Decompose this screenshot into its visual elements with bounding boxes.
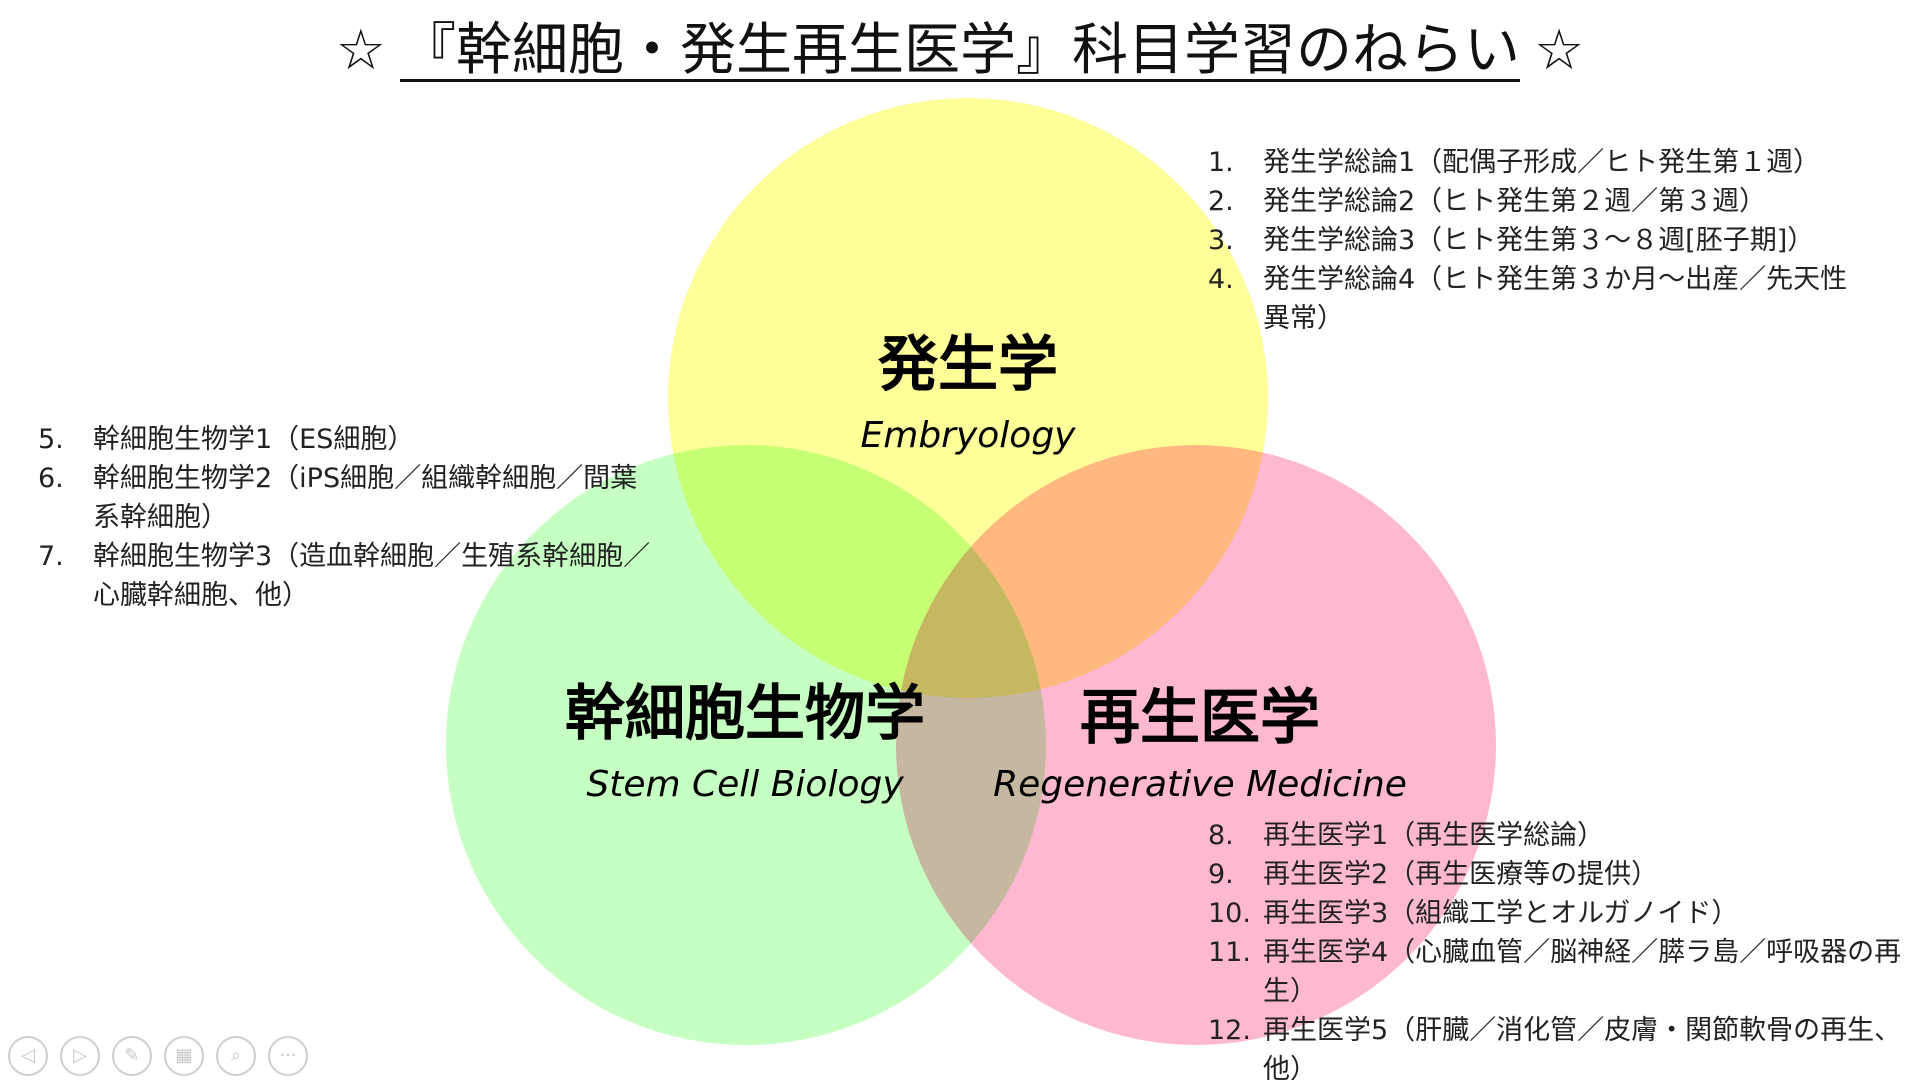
item-text: 再生医学4（心臓血管／脳神経／膵ラ島／呼吸器の再生） <box>1263 937 1902 1007</box>
title-text: 『幹細胞・発生再生医学』科目学習のねらい <box>400 18 1520 83</box>
list-item: 1. 発生学総論1（配偶子形成／ヒト発生第１週） <box>1208 143 1908 182</box>
embryology-label-ja: 発生学 <box>878 330 1058 400</box>
stem-cell-circle <box>446 445 1046 1045</box>
list-item: 10. 再生医学3（組織工学とオルガノイド） <box>1208 894 1914 933</box>
item-number: 6. <box>38 463 64 494</box>
item-number: 11. <box>1208 937 1251 968</box>
item-text: 幹細胞生物学3（造血幹細胞／生殖系幹細胞／心臓幹細胞、他） <box>93 541 651 611</box>
stem-cell-course-list: 5. 幹細胞生物学1（ES細胞） 6. 幹細胞生物学2（iPS細胞／組織幹細胞／間葉… <box>38 420 658 615</box>
more-icon[interactable]: ··· <box>268 1036 308 1076</box>
item-number: 9. <box>1208 859 1234 890</box>
item-text: 発生学総論2（ヒト発生第２週／第３週） <box>1263 186 1767 217</box>
list-item: 5. 幹細胞生物学1（ES細胞） <box>38 420 658 459</box>
item-number: 8. <box>1208 820 1234 851</box>
item-text: 幹細胞生物学2（iPS細胞／組織幹細胞／間葉系幹細胞） <box>93 463 638 533</box>
list-item: 9. 再生医学2（再生医療等の提供） <box>1208 855 1914 894</box>
list-item: 4. 発生学総論4（ヒト発生第３か月～出産／先天性異常） <box>1208 260 1853 338</box>
regenerative-circle <box>896 445 1496 1045</box>
slide-title: ☆『幹細胞・発生再生医学』科目学習のねらい☆ <box>0 14 1920 88</box>
next-icon[interactable]: ▷ <box>60 1036 100 1076</box>
list-item: 12. 再生医学5（肝臓／消化管／皮膚・関節軟骨の再生、他） <box>1208 1011 1914 1080</box>
prev-icon[interactable]: ◁ <box>8 1036 48 1076</box>
item-text: 発生学総論3（ヒト発生第３～８週[胚子期]） <box>1263 225 1815 256</box>
pen-icon[interactable]: ✎ <box>112 1036 152 1076</box>
item-text: 再生医学5（肝臓／消化管／皮膚・関節軟骨の再生、他） <box>1263 1015 1902 1080</box>
stem-cell-label-ja: 幹細胞生物学 <box>565 679 925 749</box>
item-number: 7. <box>38 541 64 572</box>
regenerative-label-en: Regenerative Medicine <box>993 764 1407 805</box>
regenerative-course-list: 8. 再生医学1（再生医学総論） 9. 再生医学2（再生医療等の提供） 10. 再生医… <box>1208 816 1914 1080</box>
item-number: 10. <box>1208 898 1251 929</box>
item-number: 1. <box>1208 147 1234 178</box>
list-item: 6. 幹細胞生物学2（iPS細胞／組織幹細胞／間葉系幹細胞） <box>38 459 638 537</box>
item-text: 発生学総論4（ヒト発生第３か月～出産／先天性異常） <box>1263 264 1848 334</box>
item-text: 再生医学1（再生医学総論） <box>1263 820 1605 851</box>
star-left-icon: ☆ <box>335 18 386 83</box>
item-number: 3. <box>1208 225 1234 256</box>
embryology-label-en: Embryology <box>860 415 1076 456</box>
item-number: 12. <box>1208 1015 1251 1046</box>
embryology-course-list: 1. 発生学総論1（配偶子形成／ヒト発生第１週） 2. 発生学総論2（ヒト発生第２週… <box>1208 143 1908 338</box>
list-item: 8. 再生医学1（再生医学総論） <box>1208 816 1914 855</box>
star-right-icon: ☆ <box>1534 18 1585 83</box>
item-number: 5. <box>38 424 64 455</box>
item-number: 4. <box>1208 264 1234 295</box>
list-item: 3. 発生学総論3（ヒト発生第３～８週[胚子期]） <box>1208 221 1908 260</box>
stem-cell-label-en: Stem Cell Biology <box>586 764 904 805</box>
slideshow-controls: ◁ ▷ ✎ ▦ ⌕ ··· <box>8 1036 308 1076</box>
list-item: 11. 再生医学4（心臓血管／脳神経／膵ラ島／呼吸器の再生） <box>1208 933 1914 1011</box>
item-text: 発生学総論1（配偶子形成／ヒト発生第１週） <box>1263 147 1821 178</box>
zoom-icon[interactable]: ⌕ <box>216 1036 256 1076</box>
item-text: 再生医学3（組織工学とオルガノイド） <box>1263 898 1739 929</box>
regenerative-label-ja: 再生医学 <box>1080 683 1320 753</box>
list-item: 2. 発生学総論2（ヒト発生第２週／第３週） <box>1208 182 1908 221</box>
list-item: 7. 幹細胞生物学3（造血幹細胞／生殖系幹細胞／心臓幹細胞、他） <box>38 537 658 615</box>
item-number: 2. <box>1208 186 1234 217</box>
item-text: 再生医学2（再生医療等の提供） <box>1263 859 1659 890</box>
slides-icon[interactable]: ▦ <box>164 1036 204 1076</box>
item-text: 幹細胞生物学1（ES細胞） <box>93 424 415 455</box>
